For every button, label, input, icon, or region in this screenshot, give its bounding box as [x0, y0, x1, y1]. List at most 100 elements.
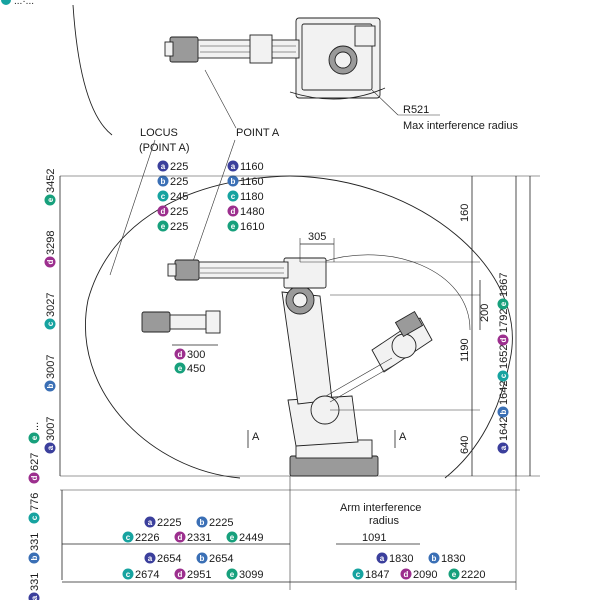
right-vert-value-a: 1642: [498, 417, 510, 441]
left-vert-value-c: 3027: [45, 293, 57, 317]
point-value-a: 1160: [240, 161, 264, 173]
bottom-left-value-a: 331: [29, 573, 41, 591]
tool-flange: [141, 310, 221, 346]
locus-value-d: 225: [170, 206, 188, 218]
right-l2-c-badge-icon: [352, 568, 364, 580]
row2-l2-d-badge-letter: d: [178, 570, 183, 579]
top-view-robot: [164, 17, 381, 99]
point-c-badge-letter: c: [231, 192, 236, 201]
locus-d-badge-icon: [157, 205, 169, 217]
tool-value-e: 450: [187, 363, 205, 375]
right-vert-d-badge-letter: d: [499, 337, 508, 342]
alternate-arm-position: [325, 310, 433, 403]
right-l1-b-badge-icon: [428, 552, 440, 564]
right-l2-value-d: 2090: [413, 569, 437, 581]
row2-l1-value-b: 2654: [209, 553, 233, 565]
row1-l2-d-badge-icon: [174, 531, 186, 543]
point-d-badge-letter: d: [231, 207, 236, 216]
bottom-left-a-badge-icon: [28, 592, 40, 600]
row2-l2-c-badge-icon: [122, 568, 134, 580]
row1-l1-b-badge-icon: [196, 516, 208, 528]
point-value-b: 1160: [240, 176, 264, 188]
locus-value-b: 225: [170, 176, 188, 188]
bottom-left-b-badge-icon: [28, 552, 40, 564]
arm-interference-value: 1091: [362, 532, 386, 544]
row2-l2-e-badge-letter: e: [230, 570, 235, 579]
bottom-left-e-badge-letter: e: [30, 435, 39, 440]
bottom-left-c: c 776: [28, 493, 41, 524]
right-l2-value-c: 1847: [365, 569, 389, 581]
tool-e-badge-icon: [174, 362, 186, 374]
left-vert-d-badge-icon: [44, 256, 56, 268]
locus-sublabel: (POINT A): [139, 142, 190, 154]
right-l2-c-badge-letter: c: [356, 570, 361, 579]
tool-e-badge-letter: e: [178, 364, 183, 373]
point-e-badge-icon: [227, 220, 239, 232]
right-l1-a-badge-letter: a: [380, 554, 385, 563]
row1-l2-value-d: 2331: [187, 532, 211, 544]
row2-l2-c-badge-letter: c: [126, 570, 131, 579]
bottom-left-c-badge-letter: c: [30, 515, 39, 520]
point-value-c: 1180: [240, 191, 264, 203]
bottom-left-d-badge-letter: d: [30, 475, 39, 480]
section-a-right: A: [399, 431, 407, 443]
right-vert-d-badge-icon: [497, 334, 509, 346]
left-vert-e-badge-letter: e: [46, 197, 55, 202]
section-a-left: A: [252, 431, 260, 443]
bottom-left-b-badge-letter: b: [30, 555, 39, 560]
row1-l2-e-badge-letter: e: [230, 533, 235, 542]
header-badge-icon: [1, 0, 11, 5]
radius-label: R521: [403, 104, 429, 116]
right-l1-b-badge-letter: b: [432, 554, 437, 563]
max-interference-radius-arc: [289, 87, 386, 100]
left-vert-a-badge-letter: a: [46, 445, 55, 450]
locus-b-badge-icon: [157, 175, 169, 187]
left-vert-e-badge-icon: [44, 194, 56, 206]
tool-value-d: 300: [187, 349, 205, 361]
row1-l2-c-badge-icon: [122, 531, 134, 543]
left-vert-a-badge-icon: [44, 442, 56, 454]
right-l2-e-badge-letter: e: [452, 570, 457, 579]
row2-l1-value-a: 2654: [157, 553, 181, 565]
right-vert-c-badge-letter: c: [499, 373, 508, 378]
row1-l2-d-badge-letter: d: [178, 533, 183, 542]
locus-right-envelope: [289, 175, 513, 479]
row1-l1-value-b: 2225: [209, 517, 233, 529]
point-d-badge-icon: [227, 205, 239, 217]
right-vert-c-badge-icon: [497, 370, 509, 382]
row2-l1-a-badge-letter: a: [148, 554, 153, 563]
bottom-left-value-c: 776: [29, 493, 41, 511]
right-vert-e-badge-letter: e: [499, 301, 508, 306]
bottom-left-value-b: 331: [29, 533, 41, 551]
right-vert-a: a 1642: [497, 417, 510, 454]
left-vert-value-b: 3007: [45, 355, 57, 379]
left-vert-value-d: 3298: [45, 231, 57, 255]
header-label: ...·...: [14, 0, 34, 7]
left-vert-b-badge-icon: [44, 380, 56, 392]
right-l2-value-e: 2220: [461, 569, 485, 581]
row1-l1-b-badge-letter: b: [200, 518, 205, 527]
right-vert-a-badge-letter: a: [499, 445, 508, 450]
point-b-badge-letter: b: [231, 177, 236, 186]
point-value-e: 1610: [240, 221, 264, 233]
point-value-d: 1480: [240, 206, 264, 218]
row2-l2-value-e: 3099: [239, 569, 263, 581]
row1-l1-a-badge-icon: [144, 516, 156, 528]
point-a-badge-letter: a: [231, 162, 236, 171]
locus-working-envelope: [85, 175, 291, 479]
right-l2-e-badge-icon: [448, 568, 460, 580]
point-a-label: POINT A: [236, 127, 280, 139]
right-vert-b-badge-letter: b: [499, 409, 508, 414]
row1-l2-value-c: 2226: [135, 532, 159, 544]
row2-l1-b-badge-letter: b: [200, 554, 205, 563]
right-vert-value-b: 1642: [498, 381, 510, 405]
